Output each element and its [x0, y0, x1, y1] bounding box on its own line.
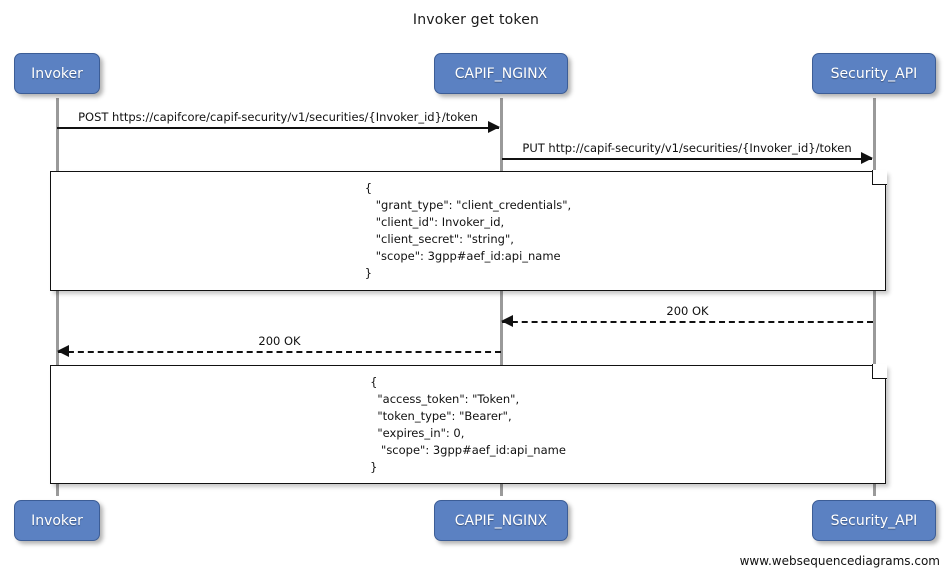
participant-label: CAPIF_NGINX — [454, 65, 548, 82]
note-line: "expires_in": 0, — [370, 425, 465, 440]
arrowhead-left-icon — [501, 315, 513, 327]
participant-label: CAPIF_NGINX — [454, 512, 548, 529]
message-put-token[interactable]: PUT http://capif-security/v1/securities/… — [502, 141, 873, 164]
message-post-token[interactable]: POST https://capifcore/capif-security/v1… — [57, 110, 500, 133]
note-fold-corner-icon — [871, 364, 887, 380]
participant-label: Invoker — [31, 65, 83, 82]
message-label: 200 OK — [258, 334, 301, 348]
arrowhead-right-icon — [861, 152, 873, 164]
note-content: { "access_token": "Token", "token_type":… — [51, 366, 885, 483]
lifeline-invoker — [56, 98, 59, 496]
participant-capif-nginx-top[interactable]: CAPIF_NGINX — [434, 53, 568, 94]
message-label: POST https://capifcore/capif-security/v1… — [78, 110, 478, 124]
participant-label: Security_API — [830, 512, 918, 529]
note-line: { — [364, 181, 373, 195]
note-request-body: { "grant_type": "client_credentials", "c… — [50, 170, 887, 291]
lifeline-security-api — [873, 98, 876, 496]
note-text-block: { "grant_type": "client_credentials", "c… — [365, 180, 571, 282]
note-content: { "grant_type": "client_credentials", "c… — [51, 172, 885, 290]
message-200-ok-security-to-nginx[interactable]: 200 OK — [501, 304, 873, 327]
message-line — [57, 127, 499, 129]
note-line: "grant_type": "client_credentials", — [364, 198, 572, 212]
note-line: } — [364, 266, 373, 280]
arrowhead-left-icon — [57, 345, 69, 357]
note-line: "client_id": Invoker_id, — [364, 215, 505, 229]
message-label: PUT http://capif-security/v1/securities/… — [522, 141, 852, 155]
participant-invoker-bottom[interactable]: Invoker — [14, 500, 100, 541]
note-line: } — [370, 459, 378, 474]
note-fold-corner-icon — [871, 170, 887, 186]
message-label: 200 OK — [666, 304, 709, 318]
note-line: "scope": 3gpp#aef_id:api_name — [370, 442, 566, 457]
note-line: "client_secret": "string", — [364, 232, 514, 246]
note-text-block: { "access_token": "Token", "token_type":… — [370, 374, 566, 476]
participant-label: Invoker — [31, 512, 83, 529]
participant-capif-nginx-bottom[interactable]: CAPIF_NGINX — [434, 500, 568, 541]
note-line: { — [370, 374, 378, 389]
note-line: "scope": 3gpp#aef_id:api_name — [364, 249, 561, 263]
lifeline-capif-nginx — [500, 98, 503, 496]
page-title: Invoker get token — [412, 12, 540, 28]
message-200-ok-nginx-to-invoker[interactable]: 200 OK — [57, 334, 501, 357]
message-line — [58, 351, 501, 353]
participant-invoker-top[interactable]: Invoker — [14, 53, 100, 94]
note-response-body: { "access_token": "Token", "token_type":… — [50, 364, 887, 484]
note-line: "token_type": "Bearer", — [370, 408, 512, 423]
note-line: "access_token": "Token", — [370, 391, 520, 406]
participant-label: Security_API — [830, 65, 918, 82]
participant-security-api-top[interactable]: Security_API — [812, 53, 936, 94]
arrowhead-right-icon — [488, 121, 500, 133]
message-line — [502, 158, 872, 160]
message-line — [502, 321, 873, 323]
footer-watermark: www.websequencediagrams.com — [739, 554, 940, 568]
participant-security-api-bottom[interactable]: Security_API — [812, 500, 936, 541]
